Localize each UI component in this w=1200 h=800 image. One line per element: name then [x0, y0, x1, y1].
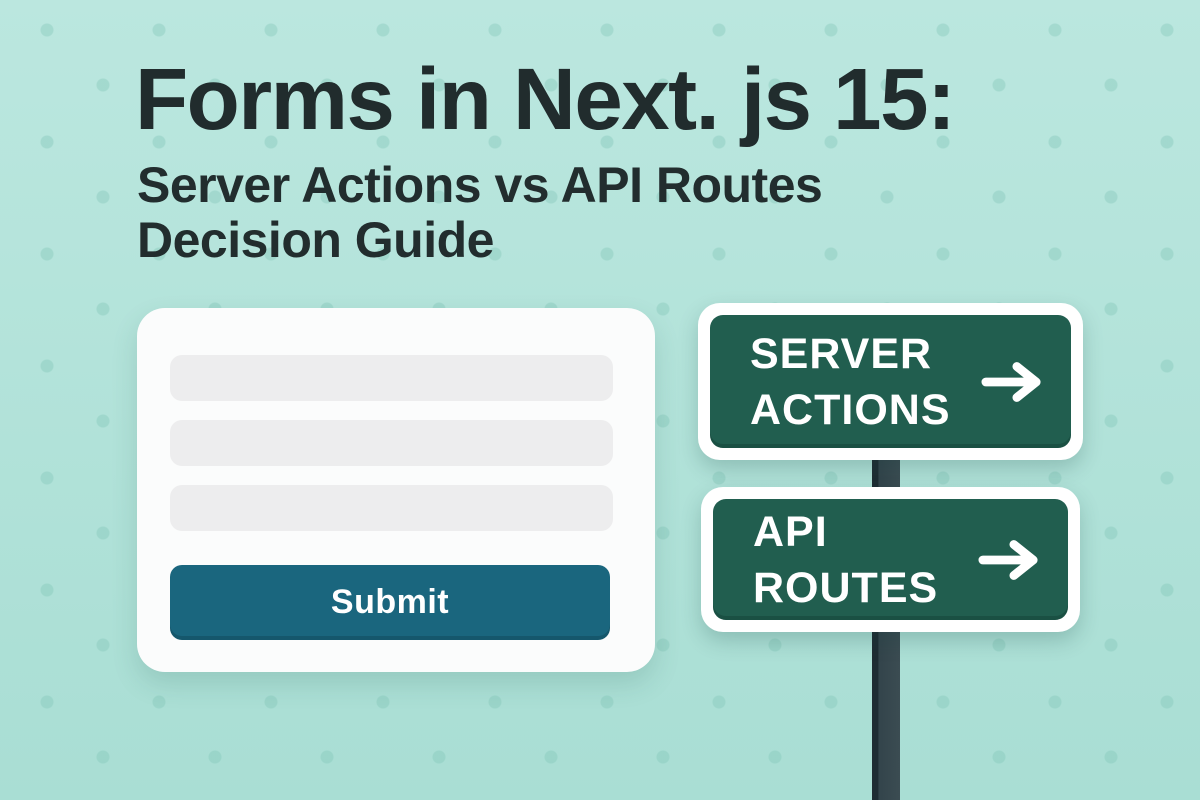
server-actions-sign-label: SERVER ACTIONS	[750, 326, 951, 438]
text-input[interactable]	[170, 485, 613, 531]
sign-line: ACTIONS	[750, 385, 951, 434]
sign-line: ROUTES	[753, 563, 939, 612]
api-routes-sign: API ROUTES	[701, 487, 1080, 632]
sign-line: SERVER	[750, 329, 933, 378]
form-card: Submit	[137, 308, 655, 672]
server-actions-sign-face: SERVER ACTIONS	[710, 315, 1071, 448]
sign-line: API	[753, 507, 828, 556]
text-input[interactable]	[170, 355, 613, 401]
subtitle-line-1: Server Actions vs API Routes	[137, 157, 823, 213]
arrow-right-icon	[978, 538, 1040, 582]
api-routes-sign-label: API ROUTES	[753, 504, 938, 616]
arrow-right-icon	[981, 360, 1043, 404]
text-input[interactable]	[170, 420, 613, 466]
form-fields	[170, 355, 613, 550]
api-routes-sign-face: API ROUTES	[713, 499, 1068, 620]
submit-button[interactable]: Submit	[170, 565, 610, 640]
subtitle-line-2: Decision Guide	[137, 212, 494, 268]
page-title: Forms in Next. js 15:	[135, 51, 956, 148]
server-actions-sign: SERVER ACTIONS	[698, 303, 1083, 460]
